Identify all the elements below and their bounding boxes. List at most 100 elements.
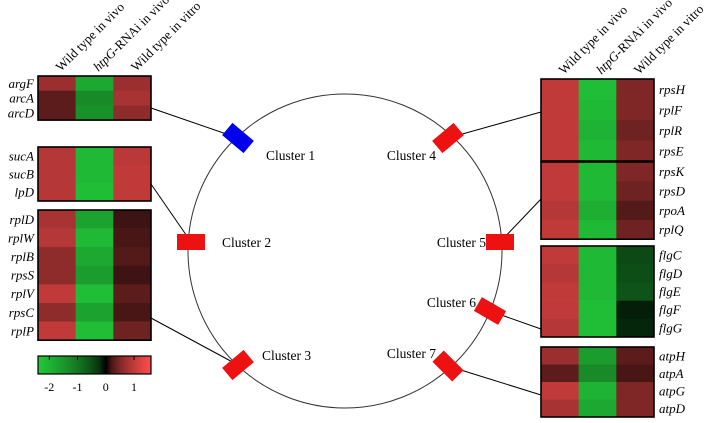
cluster-4-label: Cluster 4 — [387, 148, 436, 163]
colorbar-tick-label: 1 — [131, 380, 137, 394]
gene-label: atpA — [659, 366, 684, 381]
cluster-connector — [150, 183, 192, 243]
colorbar-tick-label: -2 — [44, 380, 54, 394]
gene-label: rpsE — [659, 143, 684, 158]
colorbar-gradient — [37, 355, 152, 375]
gene-label: sucA — [9, 149, 34, 164]
gene-label: rpsS — [11, 268, 35, 283]
heatmap-cell — [616, 99, 655, 121]
cluster-2-marker — [177, 234, 205, 250]
heatmap-cell — [75, 90, 114, 106]
heatmap-border — [37, 75, 152, 121]
column-header-part: Wild type in vitro — [128, 0, 204, 74]
heatmap-cell — [541, 364, 579, 383]
heatmap-cell — [616, 382, 655, 400]
heatmap-cell — [541, 382, 579, 400]
heatmap-border — [37, 146, 152, 202]
heatmap-cell — [616, 162, 655, 182]
heatmap-cell — [541, 200, 579, 221]
heatmap-cell — [113, 105, 152, 121]
heatmap-cell — [578, 347, 617, 365]
cluster-5-label: Cluster 5 — [437, 235, 486, 250]
heatmap-cell — [541, 399, 579, 418]
heatmap-cell — [616, 264, 655, 283]
heatmap-cell — [113, 147, 152, 166]
heatmap-cell — [38, 265, 76, 285]
heatmap-cell — [578, 162, 617, 182]
heatmap-cell — [578, 282, 617, 301]
heatmap-cell — [541, 219, 579, 240]
heatmap-cell — [616, 246, 655, 265]
heatmap-cell — [578, 300, 617, 320]
cluster-5-marker — [486, 234, 514, 250]
heatmap-cell — [616, 140, 655, 162]
gene-label: rplD — [9, 212, 34, 227]
cluster-connector — [447, 111, 542, 139]
heatmap-cell — [113, 265, 152, 285]
cluster-connector — [150, 317, 239, 366]
heatmap-cell — [578, 382, 617, 400]
heatmap-cell — [75, 183, 114, 202]
heatmap-cell — [38, 228, 76, 248]
cluster-1-marker — [222, 122, 254, 154]
gene-label: arcD — [8, 105, 35, 120]
gene-label: flgE — [659, 284, 681, 299]
heatmap-cell — [616, 364, 655, 383]
gene-label: flgF — [659, 302, 682, 317]
heatmap-cell — [578, 264, 617, 283]
heatmap-cell — [113, 90, 152, 106]
heatmap-cell — [541, 162, 579, 182]
heatmap-cell — [578, 79, 617, 100]
heatmap-cell — [616, 79, 655, 100]
gene-label: rpoA — [659, 203, 685, 218]
left-column-header: Wild type in vitro — [128, 0, 204, 74]
cluster-3-marker — [222, 349, 254, 381]
heatmap-cell — [75, 284, 114, 304]
heatmap-border — [540, 78, 655, 162]
heatmap-cell — [113, 165, 152, 184]
gene-label: rplB — [11, 249, 34, 264]
gene-label: lpD — [15, 185, 35, 200]
heatmap-cell — [38, 247, 76, 267]
heatmap-cell — [616, 282, 655, 301]
heatmap-cell — [75, 303, 114, 322]
column-header-part: Wild type in vitro — [631, 1, 707, 77]
cluster-2-label: Cluster 2 — [222, 235, 271, 250]
colorbar-tick-label: 0 — [103, 380, 109, 394]
heatmap-cell — [541, 318, 579, 338]
heatmap-border — [540, 245, 655, 338]
heatmap-cell — [616, 300, 655, 320]
gene-label: flgD — [659, 266, 683, 281]
heatmap-cell — [578, 219, 617, 240]
heatmap-cell — [578, 200, 617, 221]
cluster-connector — [447, 365, 542, 396]
heatmap-cell — [38, 303, 76, 322]
gene-label: rplF — [659, 102, 683, 117]
heatmap-cell — [578, 120, 617, 141]
cluster-4-marker — [432, 122, 464, 154]
heatmap-cell — [113, 76, 152, 91]
heatmap-cell — [75, 265, 114, 285]
heatmap-cell — [541, 264, 579, 283]
heatmap-cell — [113, 228, 152, 248]
cluster-circle — [187, 93, 503, 409]
heatmap-border — [37, 209, 152, 341]
heatmap-cell — [541, 181, 579, 201]
cluster-6-marker — [473, 297, 507, 325]
heatmap-cell — [616, 347, 655, 365]
cluster-3-label: Cluster 3 — [262, 348, 311, 363]
cluster-7-label: Cluster 7 — [387, 346, 436, 361]
heatmap-cell — [38, 165, 76, 184]
heatmap-cell — [75, 147, 114, 166]
cluster-7-marker — [432, 350, 464, 382]
gene-label: flgC — [659, 248, 682, 263]
heatmap-cell — [113, 210, 152, 229]
heatmap-border — [540, 161, 655, 240]
gene-label: flgG — [659, 320, 683, 335]
heatmap-cell — [541, 347, 579, 365]
